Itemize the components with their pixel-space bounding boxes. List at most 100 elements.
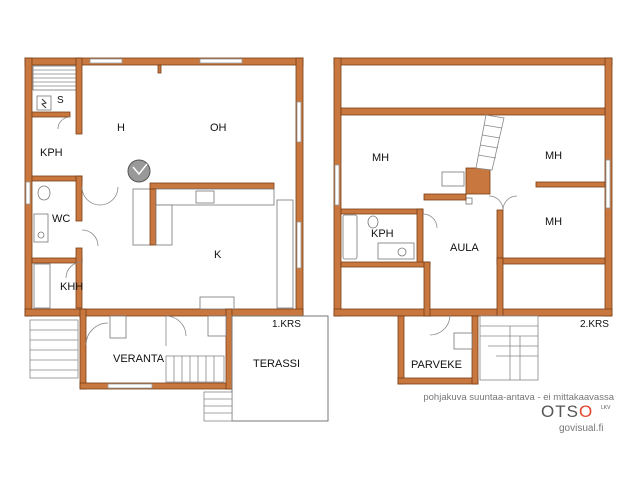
floor-1: S KPH H OH WC K KHH VERANTA TERASSI 1.KR… (24, 57, 329, 422)
window (107, 383, 153, 389)
kitchen-sink (195, 190, 215, 204)
wall (75, 175, 83, 222)
window (199, 58, 243, 64)
floor-2-label: 2.KRS (580, 319, 609, 330)
window (296, 101, 302, 143)
wall (75, 247, 83, 309)
window (334, 164, 340, 206)
wall (496, 257, 606, 265)
outdoor-stairs-left (29, 319, 79, 379)
website-label: govisual.fi (559, 423, 603, 434)
wall (79, 308, 87, 390)
kph-counter (377, 242, 415, 260)
wall (149, 182, 275, 190)
disclaimer-caption: pohjakuva suuntaa-antava - ei mittakaava… (423, 392, 614, 403)
wall (31, 175, 83, 182)
wall (340, 261, 431, 268)
room-label-mh-right-bottom: MH (545, 216, 562, 228)
wall (416, 208, 424, 264)
path (502, 195, 518, 211)
window (605, 159, 611, 209)
path (422, 213, 438, 229)
wall (496, 257, 504, 317)
khh-counter (33, 263, 51, 309)
brand-prefix: OTS (541, 402, 579, 421)
bathtub (342, 214, 358, 260)
wall (535, 181, 606, 188)
toilet-2 (367, 215, 379, 229)
rect (155, 204, 173, 246)
wall (31, 257, 83, 264)
room-label-mh-left: MH (372, 152, 389, 164)
room-label-s: S (57, 95, 64, 106)
room-label-parveke: PARVEKE (411, 359, 462, 371)
upper-stairs (475, 114, 505, 171)
path (488, 195, 504, 211)
room-label-veranta: VERANTA (113, 353, 165, 365)
terrace (231, 315, 329, 422)
room-label-terassi: TERASSI (253, 358, 300, 370)
circle (37, 231, 45, 239)
veranta-bench (109, 315, 127, 339)
room-label-k: K (214, 249, 222, 261)
path (429, 314, 451, 336)
brand-suffix: O (579, 402, 593, 421)
wall (31, 111, 71, 118)
path (85, 322, 109, 346)
room-label-oh: OH (210, 122, 227, 134)
f1-wall-right (295, 57, 304, 317)
rect (465, 197, 473, 205)
floor-1-label: 1.KRS (272, 319, 301, 330)
chimney (465, 167, 491, 195)
wall (423, 261, 431, 317)
room-label-aula: AULA (450, 242, 479, 254)
room-label-khh: KHH (60, 281, 83, 293)
f1-wall-bottom (24, 308, 304, 317)
wall (149, 188, 157, 246)
room-label-kph: KPH (40, 147, 63, 159)
wall (496, 209, 504, 263)
veranta-stairs (165, 355, 225, 383)
brand-logo: OTSO (541, 402, 593, 421)
room-label-h: H (117, 122, 125, 134)
kitchen-counter (155, 188, 275, 206)
wall (340, 208, 424, 215)
wall (423, 193, 467, 201)
room-label-wc: WC (52, 213, 70, 225)
wall (333, 308, 613, 317)
circle (397, 247, 407, 257)
wc-sink (33, 213, 49, 243)
wall (397, 377, 479, 385)
outdoor-stairs-right (479, 315, 539, 381)
room-label-kph-2: KPH (371, 228, 394, 240)
window (89, 58, 123, 64)
path (165, 315, 187, 337)
path (99, 186, 119, 206)
path (81, 186, 101, 206)
wall (79, 382, 233, 390)
room-label-mh-right-top: MH (545, 150, 562, 162)
wall (75, 57, 83, 135)
rect (453, 332, 473, 350)
path (81, 229, 99, 247)
wardrobe (276, 199, 294, 309)
path (65, 261, 83, 279)
floor-2: MH MH MH KPH AULA PARVEKE 2.KRS (333, 57, 613, 385)
entry-steps (199, 296, 235, 310)
f1-wall-top (24, 57, 304, 66)
wall (340, 107, 606, 116)
brand-sup: LKV (601, 405, 611, 411)
footer: pohjakuva suuntaa-antava - ei mittakaava… (423, 392, 614, 434)
wall (157, 64, 162, 74)
terrace-stairs (203, 391, 233, 422)
rect (441, 171, 465, 187)
rect (207, 315, 227, 337)
wall (471, 315, 479, 385)
window (296, 221, 302, 269)
wall (397, 315, 405, 385)
toilet (37, 185, 51, 201)
fireplace (127, 159, 151, 183)
path (57, 116, 71, 130)
wall (225, 308, 233, 390)
